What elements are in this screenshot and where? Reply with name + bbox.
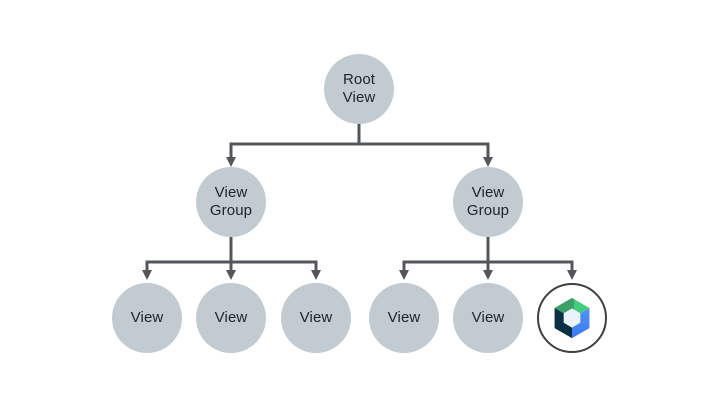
- node-view-right-2: View: [453, 283, 523, 353]
- arrowhead-right-2: [483, 270, 493, 280]
- jetpack-compose-logo-icon: [554, 297, 590, 339]
- arrowhead-left-2: [226, 270, 236, 280]
- node-root-view: Root View: [324, 54, 394, 124]
- node-view-right-2-label: View: [471, 309, 505, 326]
- arrowhead-left-3: [311, 270, 321, 280]
- node-view-left-1: View: [112, 283, 182, 353]
- node-view-group-right-label-line2: Group: [466, 202, 510, 219]
- arrowhead-right-1: [399, 270, 409, 280]
- node-view-left-2: View: [196, 283, 266, 353]
- node-view-group-right-label-line1: View: [471, 184, 505, 201]
- compose-face-top: [554, 297, 590, 318]
- node-view-left-1-label: View: [130, 309, 164, 326]
- node-view-right-1-label: View: [387, 309, 421, 326]
- arrowhead-left-1: [142, 270, 152, 280]
- node-view-left-2-label: View: [214, 309, 248, 326]
- arrowhead-group-left: [226, 157, 236, 167]
- arrowhead-group-right: [483, 157, 493, 167]
- node-view-group-left-label-line2: Group: [209, 202, 253, 219]
- compose-face-left: [554, 307, 572, 339]
- compose-center-hexagon: [563, 308, 581, 328]
- node-view-group-left: View Group: [196, 167, 266, 237]
- node-view-group-left-label-line1: View: [214, 184, 248, 201]
- node-view-group-right: View Group: [453, 167, 523, 237]
- compose-face-right: [572, 307, 590, 339]
- node-view-left-3: View: [281, 283, 351, 353]
- node-root-view-label-line1: Root: [342, 71, 376, 88]
- node-view-left-3-label: View: [299, 309, 333, 326]
- node-view-right-1: View: [369, 283, 439, 353]
- node-root-view-label-line2: View: [342, 89, 376, 106]
- node-compose: [537, 283, 607, 353]
- arrowhead-right-3: [567, 270, 577, 280]
